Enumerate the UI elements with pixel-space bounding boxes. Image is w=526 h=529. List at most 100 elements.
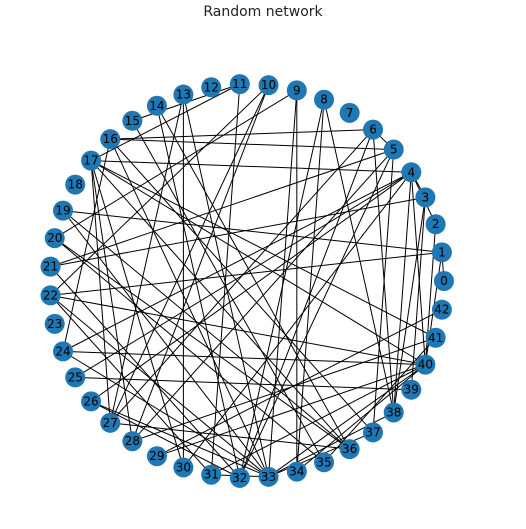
edge-22-33 bbox=[50, 294, 269, 478]
node-23 bbox=[44, 313, 65, 334]
node-3 bbox=[415, 187, 436, 208]
node-label-36: 36 bbox=[342, 442, 357, 456]
node-label-10: 10 bbox=[261, 78, 276, 92]
node-33 bbox=[258, 466, 279, 487]
node-label-11: 11 bbox=[232, 77, 247, 91]
node-37 bbox=[363, 422, 384, 443]
node-5 bbox=[383, 139, 404, 160]
node-36 bbox=[339, 439, 360, 460]
edge-19-36 bbox=[62, 210, 350, 450]
node-label-12: 12 bbox=[204, 80, 219, 94]
edge-3-38 bbox=[393, 197, 426, 413]
edge-21-32 bbox=[50, 266, 241, 479]
node-label-9: 9 bbox=[293, 83, 301, 97]
node-label-25: 25 bbox=[68, 370, 83, 384]
node-label-31: 31 bbox=[204, 468, 219, 482]
edge-20-36 bbox=[54, 237, 350, 450]
node-label-30: 30 bbox=[176, 460, 191, 474]
node-label-21: 21 bbox=[43, 260, 58, 274]
node-32 bbox=[229, 467, 250, 488]
node-label-1: 1 bbox=[438, 245, 446, 259]
edge-16-33 bbox=[109, 138, 269, 478]
node-label-34: 34 bbox=[289, 465, 304, 479]
edge-34-40 bbox=[296, 364, 426, 472]
edge-8-38 bbox=[323, 99, 395, 413]
node-label-28: 28 bbox=[125, 434, 140, 448]
node-20 bbox=[44, 228, 65, 249]
edge-26-33 bbox=[90, 400, 269, 478]
node-6 bbox=[363, 119, 384, 140]
edge-5-16 bbox=[110, 138, 394, 151]
node-9 bbox=[286, 80, 307, 101]
node-40 bbox=[415, 354, 436, 375]
edge-20-35 bbox=[54, 237, 325, 463]
edge-33-40 bbox=[268, 364, 426, 478]
edge-4-17 bbox=[91, 160, 412, 173]
node-label-14: 14 bbox=[149, 99, 164, 113]
edge-3-21 bbox=[50, 196, 426, 268]
edge-16-37 bbox=[109, 138, 374, 433]
node-39 bbox=[401, 379, 422, 400]
edge-5-37 bbox=[372, 149, 395, 433]
edge-11-17 bbox=[90, 83, 241, 162]
edge-16-24 bbox=[62, 139, 111, 352]
edge-1-19 bbox=[62, 210, 442, 253]
node-2 bbox=[425, 214, 446, 235]
node-21 bbox=[40, 256, 61, 277]
node-label-23: 23 bbox=[47, 317, 62, 331]
edge-17-30 bbox=[90, 160, 184, 468]
node-1 bbox=[431, 242, 452, 263]
node-label-7: 7 bbox=[346, 106, 354, 120]
edge-4-30 bbox=[182, 171, 412, 468]
node-label-26: 26 bbox=[83, 394, 98, 408]
node-17 bbox=[81, 150, 102, 171]
edge-19-33 bbox=[62, 210, 269, 478]
chart-title: Random network bbox=[203, 4, 323, 20]
node-label-24: 24 bbox=[55, 344, 70, 358]
edge-24-40 bbox=[62, 350, 426, 366]
edge-5-21 bbox=[50, 149, 394, 268]
edge-6-27 bbox=[109, 129, 374, 424]
node-label-15: 15 bbox=[125, 114, 140, 128]
node-label-38: 38 bbox=[386, 405, 401, 419]
node-41 bbox=[425, 327, 446, 348]
node-29 bbox=[146, 446, 167, 467]
node-4 bbox=[401, 162, 422, 183]
node-13 bbox=[173, 84, 194, 105]
node-label-6: 6 bbox=[369, 123, 377, 137]
node-15 bbox=[122, 110, 143, 131]
node-10 bbox=[258, 75, 279, 96]
node-25 bbox=[65, 367, 86, 388]
node-7 bbox=[339, 102, 360, 123]
edges-group bbox=[50, 83, 445, 479]
edge-17-40 bbox=[90, 160, 426, 366]
node-label-37: 37 bbox=[365, 425, 380, 439]
node-label-17: 17 bbox=[83, 154, 98, 168]
node-22 bbox=[40, 285, 61, 306]
node-42 bbox=[431, 299, 452, 320]
node-label-39: 39 bbox=[404, 383, 419, 397]
node-24 bbox=[52, 341, 73, 362]
node-label-33: 33 bbox=[261, 470, 276, 484]
edge-31-40 bbox=[210, 364, 426, 476]
edge-24-33 bbox=[62, 350, 269, 478]
node-16 bbox=[100, 129, 121, 150]
edge-11-31 bbox=[210, 84, 241, 475]
node-30 bbox=[173, 457, 194, 478]
node-label-13: 13 bbox=[176, 88, 191, 102]
node-27 bbox=[100, 412, 121, 433]
edge-22-40 bbox=[50, 294, 426, 366]
node-8 bbox=[314, 89, 335, 110]
edge-27-36 bbox=[110, 422, 350, 450]
nodes-group: 0123456789101112131415161718192021222324… bbox=[40, 74, 454, 488]
edge-13-33 bbox=[182, 94, 270, 477]
node-label-20: 20 bbox=[47, 231, 62, 245]
edge-26-32 bbox=[90, 400, 241, 479]
node-label-18: 18 bbox=[68, 178, 83, 192]
edge-13-27 bbox=[109, 94, 184, 423]
edge-25-39 bbox=[75, 376, 412, 391]
node-label-3: 3 bbox=[422, 190, 430, 204]
node-34 bbox=[286, 461, 307, 482]
edge-10-28 bbox=[131, 85, 270, 442]
edge-28-41 bbox=[132, 337, 436, 442]
